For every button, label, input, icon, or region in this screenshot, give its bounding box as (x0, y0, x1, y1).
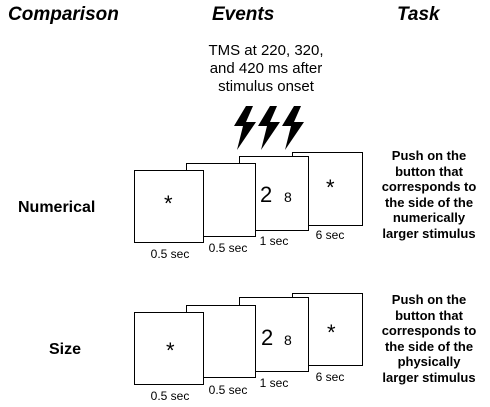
frame-fixation-screen: * (134, 170, 204, 243)
duration-label: 0.5 sec (150, 247, 190, 261)
fixation-star: * (164, 191, 173, 216)
stimulus-right-digit: 8 (284, 332, 292, 348)
duration-label: 6 sec (315, 228, 345, 242)
tms-line-2: and 420 ms after (209, 60, 323, 77)
task-line: Push on the (391, 292, 467, 307)
header-comparison: Comparison (8, 4, 119, 25)
task-description-size: Push on the button that corresponds to t… (374, 292, 484, 385)
row-label-numerical: Numerical (18, 199, 96, 216)
task-line: physically (397, 354, 461, 369)
tms-pulse-icon (234, 106, 256, 150)
task-line: corresponds to (381, 179, 477, 194)
stimulus-right-digit: 8 (284, 189, 292, 205)
duration-label: 1 sec (259, 234, 289, 248)
task-line: button that (395, 307, 463, 323)
stimulus-left-digit: 2 (260, 182, 273, 207)
header-events: Events (212, 4, 275, 25)
task-line: button that (395, 163, 463, 179)
duration-label: 6 sec (315, 370, 345, 384)
row-label-size: Size (49, 341, 82, 358)
tms-line-3: stimulus onset (218, 78, 314, 95)
tms-pulse-icon (258, 106, 280, 150)
task-line: larger stimulus (382, 369, 476, 385)
tms-line-1: TMS at 220, 320, (208, 42, 324, 59)
response-fixation-star: * (327, 320, 336, 345)
duration-label: 0.5 sec (208, 383, 248, 397)
duration-label: 1 sec (259, 376, 289, 390)
stimulus-left-digit: 2 (261, 325, 274, 350)
frame-fixation-screen: * (134, 312, 204, 385)
task-line: the side of the (384, 338, 474, 354)
duration-label: 0.5 sec (150, 389, 190, 403)
task-line: Push on the (391, 148, 467, 163)
tms-pulse-icon (282, 106, 304, 150)
task-line: numerically (392, 210, 466, 225)
tms-annotation: TMS at 220, 320, and 420 ms after stimul… (191, 42, 341, 96)
task-description-numerical: Push on the button that corresponds to t… (374, 148, 484, 241)
duration-label: 0.5 sec (208, 241, 248, 255)
task-line: the side of the (384, 194, 474, 210)
task-line: larger stimulus (382, 225, 476, 241)
header-task: Task (397, 4, 440, 25)
response-fixation-star: * (326, 175, 335, 200)
fixation-star: * (166, 338, 175, 363)
task-line: corresponds to (381, 323, 477, 338)
